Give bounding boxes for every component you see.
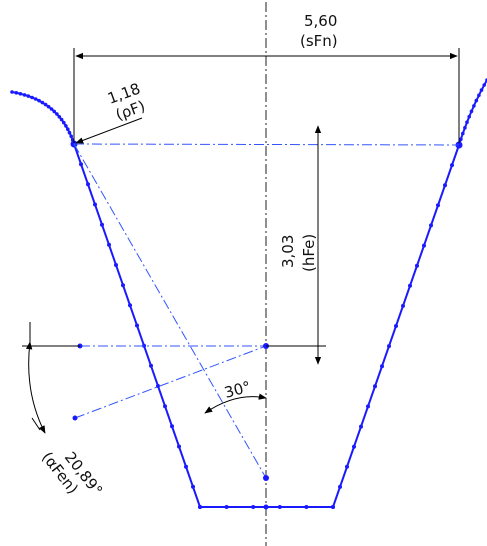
left-root-fillet (11, 91, 75, 145)
profile-point (79, 162, 83, 167)
dimension-hFe-name: (hFe) (300, 234, 318, 272)
profile-point (304, 505, 309, 509)
profile-point (40, 100, 45, 105)
profile-point (64, 124, 68, 128)
profile-point (387, 344, 391, 349)
profile-point (251, 505, 256, 509)
profile-point (170, 424, 174, 429)
profile-point (121, 283, 125, 288)
tangent-line (73, 143, 460, 146)
dimension-sFn-name: (sFn) (300, 32, 338, 50)
profile-point (149, 363, 153, 368)
profile-point (467, 114, 472, 119)
diagonal-construction (73, 143, 267, 479)
profile-point (59, 117, 64, 122)
profile-point (198, 505, 202, 509)
construction-points (72, 343, 269, 510)
profile-point (107, 242, 111, 247)
profile-point (443, 183, 447, 188)
profile-point (436, 203, 440, 208)
profile-point (52, 109, 56, 114)
profile-point (69, 134, 73, 139)
profile-point (224, 505, 229, 509)
profile-point (373, 384, 377, 389)
profile-point (429, 223, 433, 228)
profile-point (479, 88, 484, 92)
profile-point (100, 222, 104, 227)
profile-point (135, 323, 139, 328)
profile-point (345, 464, 349, 469)
dimension-sFn-value: 5,60 (304, 12, 337, 30)
profile-point (14, 91, 19, 95)
profile-point (394, 324, 398, 328)
profile-point (408, 283, 412, 288)
profile-point (55, 112, 59, 116)
profile-point (401, 303, 405, 308)
dimension-hFe-value: 3,03 (279, 235, 297, 268)
profile-point (474, 98, 479, 103)
profile-point (177, 444, 181, 449)
profile-point (10, 90, 14, 94)
profile-point (46, 104, 51, 109)
profile-point (57, 115, 62, 119)
profile-points (10, 78, 487, 509)
profile-point (30, 95, 34, 100)
profile-point (62, 120, 66, 125)
profile-point (86, 182, 90, 187)
profile-point (156, 384, 160, 388)
profile-point (352, 444, 356, 449)
profile-point (191, 484, 195, 489)
profile-point (463, 126, 467, 130)
profile-point (366, 404, 370, 409)
profile-point (277, 505, 282, 509)
profile-point (33, 97, 38, 101)
profile-point (49, 107, 54, 111)
profile-point (43, 102, 48, 107)
profile-point (18, 92, 23, 96)
profile-point (184, 464, 188, 469)
angled-construction (74, 345, 267, 419)
profile-point (469, 109, 474, 114)
dimension-sFn[interactable] (73, 48, 460, 143)
construction-lines (73, 143, 460, 479)
dimension-angle-30-value: 30° (222, 378, 252, 402)
profile-point (380, 364, 384, 369)
profile-point (472, 104, 476, 108)
profile-point (482, 83, 487, 87)
profile-point (461, 131, 465, 136)
dimension-alphaFen[interactable] (25, 322, 46, 434)
profile-point (93, 202, 97, 207)
profile-point (37, 98, 41, 103)
dimension-angle-30[interactable] (204, 393, 267, 414)
profile-point (477, 93, 481, 98)
profile-point (128, 303, 132, 308)
profile-point (66, 127, 70, 131)
profile-point (26, 94, 31, 98)
profile-point (422, 243, 426, 248)
profile-point (359, 424, 363, 429)
profile-point (459, 137, 463, 141)
profile-point (465, 120, 469, 124)
dimension-hFe[interactable] (266, 125, 326, 365)
profile-point (163, 404, 167, 409)
profile-point (415, 263, 419, 268)
profile-point (331, 505, 335, 509)
profile-point (67, 130, 72, 135)
profile-point (114, 263, 118, 267)
profile-point (338, 484, 342, 489)
dimension-rhoF[interactable] (75, 117, 143, 144)
profile-point (22, 93, 27, 97)
profile-point (450, 163, 454, 168)
